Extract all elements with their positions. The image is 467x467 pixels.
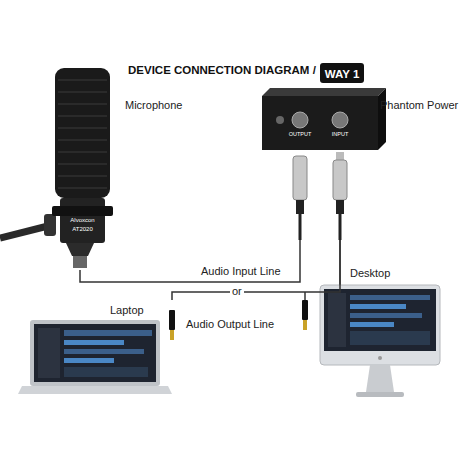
app-sidebar: [328, 293, 346, 347]
input-socket: [332, 112, 348, 128]
device-label: Desktop: [350, 267, 390, 280]
port-name: INPUT: [332, 131, 349, 137]
xlr-cable: [339, 214, 342, 240]
jack-plug: [302, 300, 308, 320]
stand-arm: [0, 226, 48, 238]
app-track: [350, 304, 406, 309]
device-label: Microphone: [125, 99, 182, 112]
mic-xlr-plug: [73, 256, 87, 268]
app-track: [350, 295, 430, 300]
jack-tip: [170, 330, 174, 340]
line-label: Audio Input Line: [200, 265, 282, 277]
audio-cable: [339, 240, 341, 262]
mic-mesh: [58, 80, 107, 188]
monitor-stand: [366, 365, 394, 392]
laptop-lid: [30, 320, 160, 386]
app-track: [64, 349, 144, 354]
jack-tip: [303, 320, 307, 330]
output-socket: [292, 112, 308, 128]
app-mixer: [64, 367, 148, 377]
phantom-side: [378, 88, 386, 150]
app-track: [350, 313, 422, 318]
xlr-boot: [296, 200, 304, 214]
mic-body: [60, 198, 105, 243]
xlr-pins: [336, 152, 344, 160]
monitor-screen: [324, 289, 436, 351]
title-badge: WAY 1: [320, 63, 365, 83]
audio-cable: [172, 240, 340, 300]
jack-wire: [304, 292, 306, 300]
device-label: Laptop: [110, 304, 144, 317]
app-mixer: [350, 331, 430, 345]
logo-dot: [378, 356, 382, 360]
app-track: [64, 330, 152, 336]
diagram-title: DEVICE CONNECTION DIAGRAM /: [128, 64, 316, 78]
xlr-cable: [299, 214, 302, 240]
device-label: Phantom Power: [380, 99, 458, 112]
model-number: AT2020: [72, 226, 93, 233]
badge-text: WAY 1: [325, 68, 360, 82]
monitor-foot: [356, 392, 404, 397]
phantom-top: [262, 88, 386, 96]
mic-mount-ring: [52, 206, 113, 216]
laptop-screen: [34, 324, 156, 382]
line-label: Audio Output Line: [185, 318, 275, 330]
stand-clip: [44, 214, 56, 236]
port-name: OUTPUT: [289, 131, 312, 137]
mic-neck: [66, 243, 94, 256]
xlr-male: [333, 160, 347, 200]
jack-plug: [169, 310, 175, 330]
brand-mark: Alvoxcon: [70, 217, 94, 224]
xlr-boot: [336, 200, 344, 214]
laptop-base: [18, 386, 172, 394]
phantom-power-node: Phantom Power: [258, 85, 463, 240]
app-track: [64, 340, 124, 345]
laptop-node: Laptop: [25, 300, 195, 400]
audio-cable: [80, 240, 300, 282]
mic-grille: [55, 68, 110, 198]
usb-port: [276, 116, 284, 124]
microphone-node: Microphone: [40, 62, 190, 270]
app-track: [350, 322, 394, 327]
app-sidebar: [38, 328, 60, 378]
app-track: [64, 358, 114, 363]
monitor: [320, 285, 440, 365]
phantom-box: [262, 96, 378, 150]
or-label: or: [230, 285, 244, 297]
xlr-female: [293, 156, 307, 200]
desktop-node: Desktop: [318, 262, 448, 402]
